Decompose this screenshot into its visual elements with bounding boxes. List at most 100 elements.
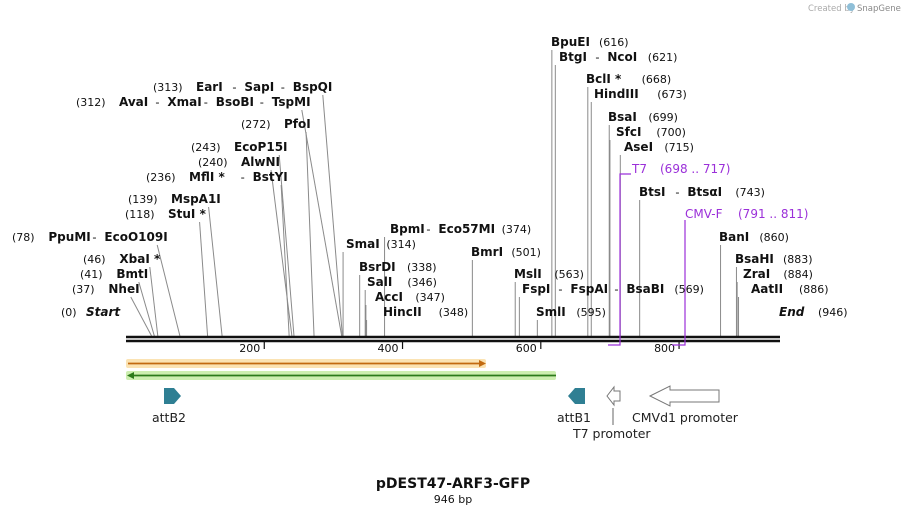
site-label-sali[interactable]: SalI (346)	[367, 275, 437, 289]
site-name: MslI	[514, 267, 542, 281]
primer-t7-range: (698 .. 717)	[660, 162, 730, 176]
site-position: (313)	[153, 81, 183, 94]
feature-t7-promoter[interactable]: T7 promoter	[572, 385, 651, 441]
site-position: (886)	[799, 283, 829, 296]
site-line	[322, 94, 343, 337]
site-label-bsahi[interactable]: BsaHI(883)	[735, 252, 813, 266]
site-name: MspA1I	[171, 192, 221, 206]
site-line	[280, 184, 290, 337]
orf-forward[interactable]	[126, 359, 486, 368]
site-label-hindiii[interactable]: HindIII(673)	[594, 87, 687, 101]
ruler-tick-label: 800	[654, 342, 675, 355]
site-label-smai[interactable]: SmaI(314)	[346, 237, 416, 251]
site-position: (346)	[407, 276, 437, 289]
site-name: PfoI	[284, 117, 311, 131]
feature-attb2[interactable]: attB2	[152, 388, 186, 425]
site-name: AseI	[624, 140, 653, 154]
site-separator: -	[92, 230, 96, 244]
site-name: EcoO109I	[104, 230, 167, 244]
ruler-tick-label: 400	[378, 342, 399, 355]
site-label-aatii[interactable]: AatII(886)	[751, 282, 829, 296]
site-name: BmtI	[116, 267, 148, 281]
site-line	[208, 206, 223, 337]
snapgene-credit: Created by SnapGene	[808, 3, 901, 14]
orf-reverse[interactable]	[126, 371, 556, 380]
credit-text: Created by	[808, 4, 855, 14]
site-label-eari[interactable]: (313)EarI-SapI-BspQI	[153, 80, 332, 94]
site-label-bsrdi[interactable]: BsrDI (338)	[359, 260, 437, 274]
site-separator: -	[614, 282, 618, 296]
site-label-asei[interactable]: AseI (715)	[624, 140, 694, 154]
site-name: XbaI *	[119, 252, 161, 266]
site-position: (272)	[241, 118, 271, 131]
start-pos: (0)	[61, 306, 77, 319]
site-name: BspQI	[293, 80, 333, 94]
site-label-zrai[interactable]: ZraI(884)	[743, 267, 813, 281]
site-position: (37)	[72, 283, 95, 296]
plasmid-length: 946 bp	[434, 493, 472, 506]
snapgene-logo-icon	[847, 3, 855, 11]
site-position: (347)	[415, 291, 445, 304]
site-position: (41)	[80, 268, 103, 281]
site-label-bpmi[interactable]: BpmI-Eco57MI(374)	[390, 222, 531, 236]
site-label-avai[interactable]: (312)AvaI-XmaI-BsoBI-TspMI	[76, 95, 311, 109]
site-label-nhei[interactable]: (37)NheI	[72, 282, 140, 296]
site-label-acci[interactable]: AccI(347)	[375, 290, 445, 304]
site-label-btgi[interactable]: BtgI-NcoI(621)	[559, 50, 677, 64]
feature-attb1[interactable]: attB1	[557, 388, 591, 425]
site-label-mspa1i[interactable]: (139) MspA1I	[128, 192, 221, 206]
site-label-hincii[interactable]: HincII(348)	[383, 305, 468, 319]
site-label-pfoi[interactable]: (272) PfoI	[241, 117, 311, 131]
site-name: FspAI	[570, 282, 608, 296]
site-separator: -	[426, 222, 430, 236]
site-name: SalI	[367, 275, 392, 289]
site-name: BstYI	[253, 170, 288, 184]
site-position: (240)	[198, 156, 228, 169]
site-label-fspi[interactable]: FspI-FspAI-BsaBI(569)	[522, 282, 704, 296]
site-position: (118)	[125, 208, 155, 221]
site-line	[270, 169, 293, 337]
site-name: SapI	[244, 80, 274, 94]
site-position: (883)	[783, 253, 813, 266]
site-label-alwni[interactable]: (240) AlwNI	[198, 155, 280, 169]
site-label-bsai[interactable]: BsaI(699)	[608, 110, 678, 124]
site-label-xbai[interactable]: (46)XbaI *	[83, 252, 161, 266]
site-label-bpuei[interactable]: BpuEI(616)	[551, 35, 629, 49]
feature-attb2-label: attB2	[152, 410, 186, 425]
site-label-bmti[interactable]: (41) BmtI	[80, 267, 148, 281]
end-pos: (946)	[818, 306, 848, 319]
plasmid-title: pDEST47-ARF3-GFP	[376, 476, 530, 492]
site-name: BsoBI	[216, 95, 254, 109]
site-name: BpmI	[390, 222, 425, 236]
site-name: AlwNI	[241, 155, 280, 169]
site-position: (563)	[554, 268, 584, 281]
site-position: (139)	[128, 193, 158, 206]
site-label-mfli[interactable]: (236)MflI *-BstYI	[146, 170, 288, 184]
site-label-bcli[interactable]: BclI *(668)	[586, 72, 671, 86]
site-separator: -	[675, 185, 679, 199]
site-label-smli[interactable]: SmlI(595)	[536, 305, 606, 319]
site-label-ppumi[interactable]: (78)PpuMI-EcoO109I	[12, 230, 168, 244]
site-label-bmri[interactable]: BmrI(501)	[471, 245, 541, 259]
site-name: NcoI	[607, 50, 637, 64]
site-label-msli[interactable]: MslI (563)	[514, 267, 584, 281]
site-labels: (0) Start End (946) (37)NheI(41)BmtI(46)…	[12, 35, 848, 319]
site-separator: -	[260, 95, 264, 109]
t7-promoter-arrow-icon	[606, 385, 621, 407]
feature-t7-promoter-label: T7 promoter	[572, 426, 651, 441]
site-line	[156, 244, 181, 337]
site-position: (338)	[407, 261, 437, 274]
feature-cmvd1-promoter[interactable]: CMVd1 promoter	[632, 385, 739, 425]
primer-t7[interactable]: T7 (698 .. 717)	[608, 162, 730, 346]
site-label-bani[interactable]: BanI(860)	[719, 230, 789, 244]
primer-cmv-f[interactable]: CMV-F (791 .. 811)	[672, 207, 808, 346]
site-position: (715)	[664, 141, 694, 154]
ruler-tick-label: 600	[516, 342, 537, 355]
site-label-stui[interactable]: (118)StuI *	[125, 207, 207, 221]
site-name: Eco57MI	[438, 222, 495, 236]
site-label-ecop15i[interactable]: (243)EcoP15I	[191, 140, 288, 154]
site-label-btsi[interactable]: BtsI-BtsαI(743)	[639, 185, 765, 199]
site-name: BsrDI	[359, 260, 396, 274]
site-label-sfci[interactable]: SfcI(700)	[616, 125, 686, 139]
site-separator: -	[232, 80, 236, 94]
